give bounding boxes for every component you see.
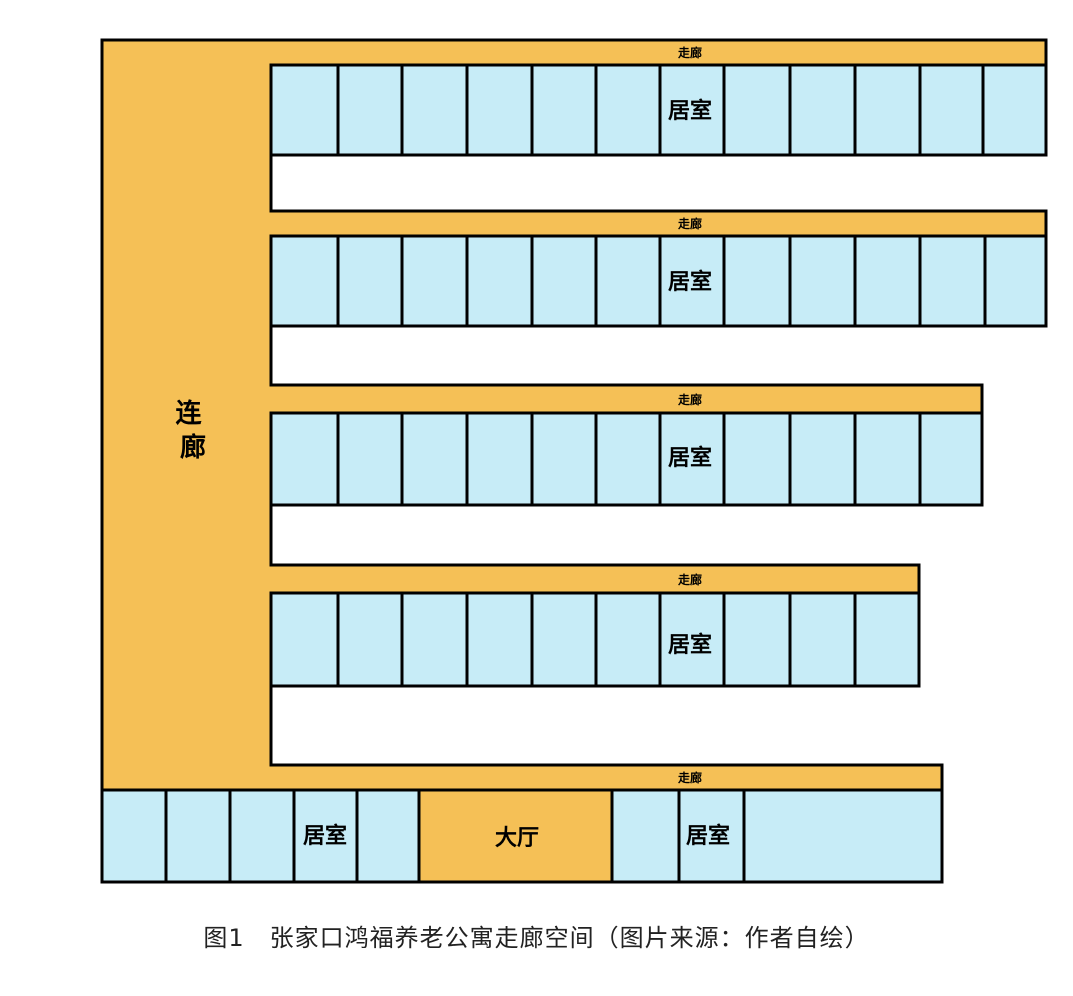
- room: [530, 591, 598, 688]
- room: [355, 788, 421, 884]
- room: [658, 63, 726, 157]
- room: [269, 591, 340, 688]
- room: [269, 63, 340, 157]
- connector-label: 连 廊: [175, 399, 210, 463]
- room: [465, 234, 534, 328]
- room: [465, 63, 534, 157]
- room: [594, 591, 662, 688]
- wing-1-rooms: [269, 63, 1048, 157]
- room: [722, 411, 792, 507]
- room-label: 居室: [668, 269, 712, 295]
- room-label: 居室: [686, 823, 730, 849]
- bottom-left-rooms: [100, 788, 421, 884]
- room: [853, 63, 922, 157]
- room: [722, 234, 792, 328]
- room: [788, 411, 857, 507]
- room: [336, 591, 404, 688]
- corridor-label: 走廊: [678, 392, 702, 407]
- room-label: 居室: [303, 823, 347, 849]
- room: [788, 234, 857, 328]
- room: [530, 63, 598, 157]
- room: [983, 234, 1048, 328]
- hall-label: 大厅: [495, 826, 539, 851]
- room: [677, 788, 746, 884]
- room: [269, 411, 340, 507]
- wing-4-rooms: [269, 591, 921, 688]
- room: [336, 234, 404, 328]
- room: [400, 591, 469, 688]
- room: [722, 591, 792, 688]
- room: [292, 788, 359, 884]
- room: [742, 788, 944, 884]
- corridor-label: 走廊: [678, 770, 702, 785]
- corridor-label: 走廊: [678, 216, 702, 231]
- floor-plan-diagram: 走廊 走廊 走廊 走廊 走廊 居室 居室 居室 居室 居室 居室 连 廊 大厅: [100, 38, 1048, 884]
- room: [658, 591, 726, 688]
- room-label: 居室: [668, 445, 712, 471]
- wing-2-rooms: [269, 234, 1048, 328]
- room: [530, 234, 598, 328]
- room: [853, 234, 922, 328]
- figure-caption: 图1 张家口鸿福养老公寓走廊空间（图片来源：作者自绘）: [203, 924, 870, 952]
- room: [336, 411, 404, 507]
- room: [981, 63, 1048, 157]
- room: [465, 591, 534, 688]
- room: [594, 63, 662, 157]
- room: [918, 63, 985, 157]
- room: [228, 788, 296, 884]
- room: [269, 234, 340, 328]
- room: [465, 411, 534, 507]
- room: [788, 63, 857, 157]
- room-label: 居室: [668, 632, 712, 658]
- room: [853, 411, 922, 507]
- room: [918, 411, 984, 507]
- room: [400, 234, 469, 328]
- room: [594, 234, 662, 328]
- room: [722, 63, 792, 157]
- wing-3-rooms: [269, 411, 984, 507]
- room: [594, 411, 662, 507]
- room: [853, 591, 921, 688]
- corridor-label: 走廊: [678, 45, 702, 60]
- room: [400, 63, 469, 157]
- room: [336, 63, 404, 157]
- room: [610, 788, 681, 884]
- room: [164, 788, 232, 884]
- room: [788, 591, 857, 688]
- room: [400, 411, 469, 507]
- corridor-label: 走廊: [678, 572, 702, 587]
- room: [100, 788, 168, 884]
- room-label: 居室: [668, 98, 712, 124]
- room: [530, 411, 598, 507]
- bottom-right-rooms: [610, 788, 944, 884]
- room: [918, 234, 987, 328]
